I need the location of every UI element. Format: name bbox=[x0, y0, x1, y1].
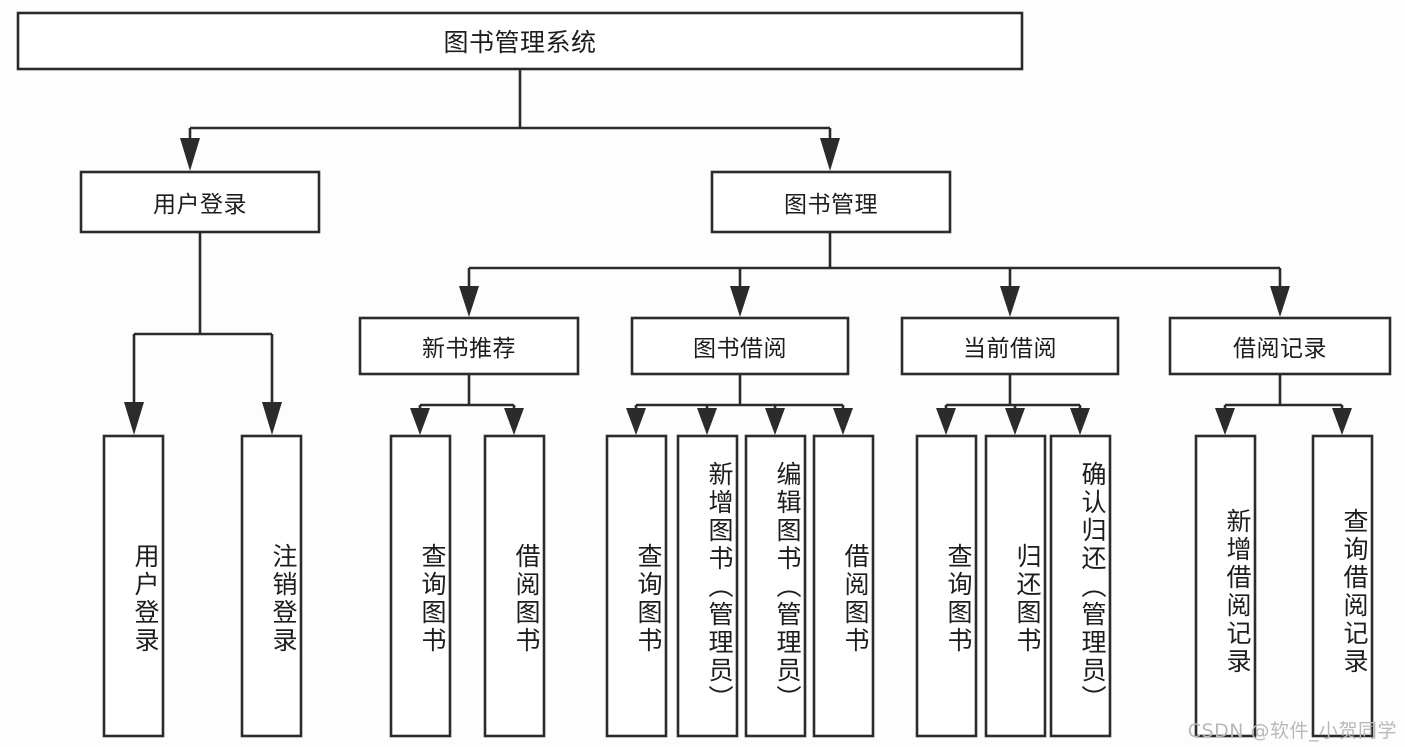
arrow-head-borrow-record-icon bbox=[1270, 286, 1290, 317]
arrow-head-leaf-query-book-3-icon bbox=[936, 408, 956, 435]
node-box-leaf-confirm-return[interactable] bbox=[1049, 434, 1112, 738]
arrow-head-leaf-return-book-icon bbox=[1005, 408, 1025, 435]
node-box-leaf-add-book[interactable] bbox=[676, 434, 739, 738]
arrow-head-leaf-borrow-book-1-icon bbox=[504, 408, 524, 435]
node-box-current-borrow[interactable] bbox=[900, 316, 1120, 376]
node-box-leaf-borrow-book-1[interactable] bbox=[483, 434, 546, 738]
arrow-head-leaf-confirm-return-icon bbox=[1070, 408, 1090, 435]
node-box-leaf-query-record[interactable] bbox=[1311, 434, 1374, 738]
arrow-head-leaf-query-book-2-icon bbox=[626, 408, 646, 435]
node-box-leaf-query-book-2[interactable] bbox=[605, 434, 668, 738]
node-box-book-manage[interactable] bbox=[710, 170, 952, 234]
arrow-head-book-borrow-icon bbox=[730, 286, 750, 317]
node-box-leaf-user-logout[interactable] bbox=[240, 434, 303, 738]
arrow-head-leaf-add-book-icon bbox=[697, 408, 717, 435]
connector-book-manage-to-level3 bbox=[459, 232, 1290, 317]
arrow-head-leaf-user-logout-icon bbox=[262, 402, 282, 435]
node-box-leaf-return-book[interactable] bbox=[984, 434, 1047, 738]
node-box-new-book-rec[interactable] bbox=[358, 316, 580, 376]
node-box-leaf-borrow-book-2[interactable] bbox=[812, 434, 875, 738]
node-box-user-login[interactable] bbox=[79, 170, 321, 234]
node-box-book-borrow[interactable] bbox=[630, 316, 850, 376]
node-box-leaf-edit-book[interactable] bbox=[744, 434, 807, 738]
connector-user-login-to-leaves bbox=[124, 232, 282, 435]
node-box-leaf-user-login[interactable] bbox=[102, 434, 165, 738]
arrow-head-user-login-icon bbox=[180, 138, 200, 171]
connector-borrow-record-to-leaves bbox=[1215, 374, 1352, 435]
node-box-borrow-record[interactable] bbox=[1168, 316, 1392, 376]
arrow-head-leaf-user-login-icon bbox=[124, 402, 144, 435]
arrow-head-leaf-query-book-1-icon bbox=[410, 408, 430, 435]
arrow-head-leaf-add-record-icon bbox=[1215, 408, 1235, 435]
node-box-root[interactable] bbox=[16, 11, 1024, 71]
arrow-head-new-book-rec-icon bbox=[459, 286, 479, 317]
arrow-head-leaf-borrow-book-2-icon bbox=[833, 408, 853, 435]
node-box-leaf-query-book-1[interactable] bbox=[389, 434, 452, 738]
connector-book-borrow-to-leaves bbox=[626, 374, 853, 435]
arrow-head-leaf-edit-book-icon bbox=[765, 408, 785, 435]
node-box-leaf-query-book-3[interactable] bbox=[915, 434, 978, 738]
arrow-head-leaf-query-record-icon bbox=[1332, 408, 1352, 435]
connector-new-book-rec-to-leaves bbox=[410, 374, 524, 435]
connector-root-to-level2 bbox=[180, 69, 840, 171]
node-box-leaf-add-record[interactable] bbox=[1194, 434, 1257, 738]
arrow-head-book-manage-icon bbox=[820, 138, 840, 171]
arrow-head-current-borrow-icon bbox=[1000, 286, 1020, 317]
connector-current-borrow-to-leaves bbox=[936, 374, 1090, 435]
